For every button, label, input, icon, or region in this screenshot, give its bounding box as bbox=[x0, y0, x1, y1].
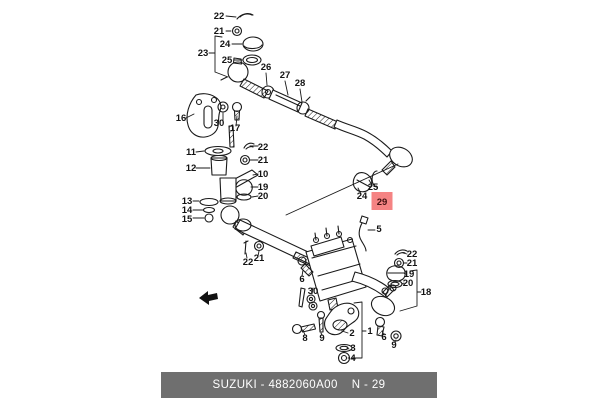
callout-dust-cap-24[interactable]: 24 bbox=[220, 39, 231, 50]
washer-30-lower-icon bbox=[298, 287, 318, 311]
callout-nut-link[interactable]: 21 bbox=[254, 253, 265, 264]
callout-bolt-6-right[interactable]: 6 bbox=[381, 332, 386, 343]
front-direction-arrow-icon bbox=[199, 291, 218, 305]
ball-seat-top-icon bbox=[242, 54, 262, 66]
callout-nut-15[interactable]: 15 bbox=[182, 214, 193, 225]
bolt-9-left-icon bbox=[316, 310, 326, 333]
callout-adjuster-tube-27[interactable]: 27 bbox=[280, 70, 291, 81]
washer-30-upper-icon bbox=[217, 101, 229, 113]
callout-washer-3[interactable]: 3 bbox=[350, 343, 355, 354]
callout-bolt-8[interactable]: 8 bbox=[302, 333, 307, 344]
callout-washer-30-lower[interactable]: 30 bbox=[308, 286, 319, 297]
callout-cotter-pin-top[interactable]: 22 bbox=[214, 11, 225, 22]
callout-pitman-arm-2[interactable]: 2 bbox=[349, 328, 354, 339]
callout-tie-rod-end-23[interactable]: 23 bbox=[198, 48, 209, 59]
callout-washer-14[interactable]: 14 bbox=[182, 205, 193, 216]
callout-nut-right[interactable]: 21 bbox=[407, 258, 418, 269]
callout-ball-seat-25-center[interactable]: 25 bbox=[368, 182, 379, 193]
callout-cotter-pin-right[interactable]: 22 bbox=[407, 249, 418, 260]
callout-ball-seat-24-center[interactable]: 24 bbox=[357, 191, 368, 202]
bolt-6-right-icon bbox=[374, 316, 386, 337]
bolt-6-left-icon bbox=[297, 256, 314, 277]
steering-gearbox bbox=[305, 225, 390, 311]
boot-19-right-icon bbox=[386, 265, 406, 282]
callout-bolt-17[interactable]: 17 bbox=[230, 123, 241, 134]
drag-link bbox=[333, 119, 413, 176]
footer-part-code-bar: SUZUKI - 4882060A00 N - 29 bbox=[161, 372, 437, 398]
callout-bushing-12[interactable]: 12 bbox=[186, 163, 197, 174]
callout-washer-30-upper[interactable]: 30 bbox=[214, 118, 225, 129]
footer-page-number: N - 29 bbox=[351, 379, 386, 391]
callout-nut-4[interactable]: 4 bbox=[350, 353, 356, 364]
callout-nut-9-right[interactable]: 9 bbox=[391, 340, 396, 351]
tie-rod-end-top bbox=[220, 57, 269, 99]
nut-right-icon bbox=[393, 257, 405, 269]
callout-tie-rod-end-18[interactable]: 18 bbox=[421, 287, 432, 298]
clamp-icon bbox=[296, 96, 339, 130]
callout-ring-20-right[interactable]: 20 bbox=[403, 278, 414, 289]
callout-idler-arm-10[interactable]: 10 bbox=[258, 169, 269, 180]
callout-washer-11[interactable]: 11 bbox=[186, 147, 197, 158]
callout-castle-nut-top[interactable]: 21 bbox=[214, 26, 225, 37]
callout-bolt-6-left[interactable]: 6 bbox=[299, 274, 304, 285]
callout-bracket-16[interactable]: 16 bbox=[176, 113, 187, 124]
footer-part-code: SUZUKI - 4882060A00 bbox=[212, 379, 338, 391]
callout-boot-19-right[interactable]: 19 bbox=[404, 269, 415, 280]
cotter-pin-top-icon bbox=[236, 13, 254, 20]
bolt-17-icon bbox=[231, 101, 243, 121]
callout-labels: 22 21 24 25 23 26 27 28 16 30 17 11 12 2… bbox=[176, 11, 432, 364]
dust-cap-icon bbox=[242, 36, 264, 52]
callout-bolt-9-left[interactable]: 9 bbox=[319, 333, 324, 344]
highlight-box-29[interactable] bbox=[371, 192, 393, 210]
nut-4-icon bbox=[337, 351, 351, 365]
callout-nut-idler[interactable]: 21 bbox=[258, 155, 269, 166]
callout-cotter-pin-link[interactable]: 22 bbox=[243, 257, 254, 268]
callout-cotter-pin-idler[interactable]: 22 bbox=[258, 142, 269, 153]
fitting-5-icon bbox=[358, 215, 369, 252]
pitman-arm-icon bbox=[324, 302, 360, 336]
idler-arm-assembly bbox=[199, 125, 259, 236]
callout-boot-19-idler[interactable]: 19 bbox=[258, 182, 269, 193]
callout-fitting-5[interactable]: 5 bbox=[376, 224, 382, 235]
bolt-8-icon bbox=[291, 323, 317, 335]
callout-steering-gear-1[interactable]: 1 bbox=[367, 326, 373, 337]
bracket-16-icon bbox=[186, 93, 222, 138]
cotter-pin-right-icon bbox=[394, 249, 408, 256]
callout-clamp-28[interactable]: 28 bbox=[295, 78, 306, 89]
tie-rod-end-right bbox=[370, 284, 397, 317]
callout-drag-link-29-highlighted[interactable]: 29 bbox=[377, 197, 388, 208]
leader-lines bbox=[185, 15, 422, 359]
callout-washer-13[interactable]: 13 bbox=[182, 196, 193, 207]
callout-ball-seat-25-top[interactable]: 25 bbox=[222, 55, 233, 66]
castle-nut-top-icon bbox=[231, 25, 243, 37]
callout-ring-20-idler[interactable]: 20 bbox=[258, 191, 269, 202]
callout-lock-nut-26[interactable]: 26 bbox=[261, 62, 272, 73]
